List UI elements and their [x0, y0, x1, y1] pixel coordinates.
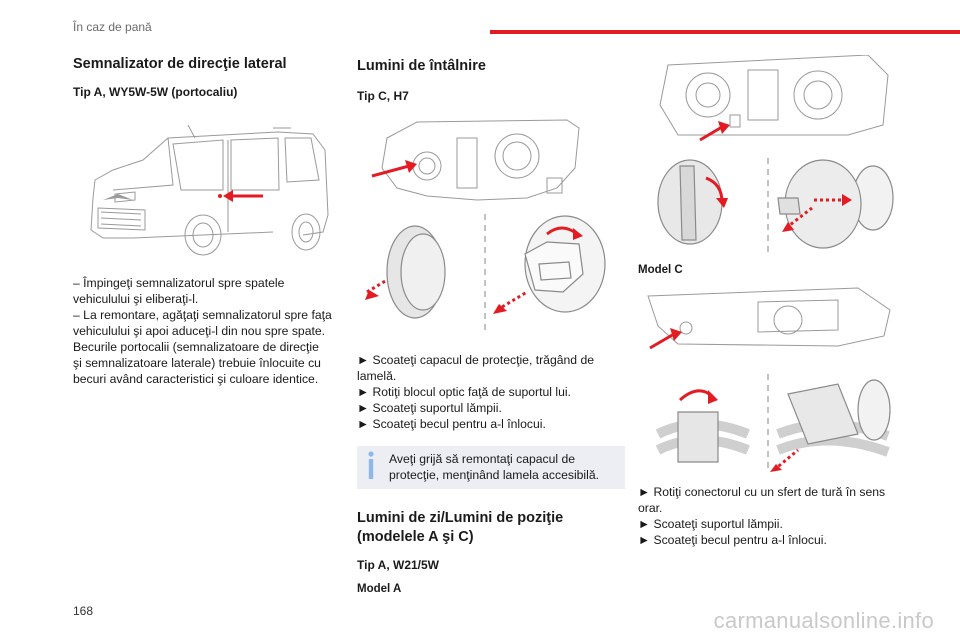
text-line: vehiculului şi eliberaţi-l.	[73, 292, 199, 306]
bulb-type-dipped-beam: Tip C, H7	[357, 89, 409, 103]
section-title-dipped-beam: Lumini de întâlnire	[357, 58, 486, 74]
text-line: Becurile portocalii (semnalizatoare de d…	[73, 340, 319, 354]
step-line: ► Scoateţi capacul de protecţie, trăgând…	[357, 353, 595, 367]
vehicle-illustration	[73, 120, 338, 260]
step-line: orar.	[638, 501, 663, 515]
step-line: ► Scoateţi becul pentru a-l înlocui.	[638, 533, 827, 547]
text-line: vehiculului şi apoi aduceţi-l din nou sp…	[73, 324, 326, 338]
cover-and-holder-illustration	[357, 214, 625, 332]
column-model-c: Model C	[638, 55, 900, 548]
text-line: – Împingeţi semnalizatorul spre spatele	[73, 276, 285, 290]
title-line: Lumini de zi/Lumini de poziţie	[357, 510, 564, 526]
side-indicator-instructions: – Împingeţi semnalizatorul spre spatele …	[73, 275, 338, 387]
section-title-side-indicator: Semnalizator de direcţie lateral	[73, 56, 287, 72]
step-line: ► Rotiţi conectorul cu un sfert de tură …	[638, 485, 886, 499]
headlamp-rear-illustration	[638, 55, 900, 150]
section-header: În caz de pană	[73, 20, 152, 34]
step-line: ► Scoateţi suportul lămpii.	[357, 401, 502, 415]
watermark: carmanualsonline.info	[713, 608, 934, 633]
text-line: becuri având caracteristici şi culoare i…	[73, 372, 319, 386]
connector-illustration	[638, 374, 900, 472]
dipped-beam-steps: ► Scoateţi capacul de protecţie, trăgând…	[357, 352, 625, 432]
header-accent-bar	[490, 30, 960, 34]
step-line: lamelă.	[357, 369, 397, 383]
bulb-type-daytime: Tip A, W21/5W	[357, 558, 440, 572]
headlamp-illustration	[357, 118, 625, 206]
page-number: 168	[73, 604, 94, 618]
model-c-label: Model C	[638, 264, 683, 276]
text-line: – La remontare, agăţaţi semnalizatorul s…	[73, 308, 332, 322]
info-note: Aveţi grijă să remontaţi capacul de prot…	[357, 446, 625, 489]
step-line: ► Rotiţi blocul optic faţă de suportul l…	[357, 385, 571, 399]
cover-removal-illustration	[638, 158, 900, 254]
model-a-label: Model A	[357, 583, 402, 595]
text-line: şi semnalizatoare laterale) trebuie înlo…	[73, 356, 321, 370]
column-side-indicator: Semnalizator de direcţie lateral Tip A, …	[73, 55, 338, 387]
section-title-daytime-lights: Lumini de zi/Lumini de poziţie (modelele…	[357, 509, 625, 547]
note-line: protecţie, menţinând lamela accesibilă.	[389, 468, 600, 482]
title-line: (modelele A şi C)	[357, 529, 474, 545]
step-line: ► Scoateţi becul pentru a-l înlocui.	[357, 417, 546, 431]
daytime-lamp-illustration	[638, 286, 900, 358]
model-c-steps: ► Rotiţi conectorul cu un sfert de tură …	[638, 484, 900, 548]
bulb-type-side-indicator: Tip A, WY5W-5W (portocaliu)	[73, 85, 238, 99]
note-line: Aveţi grijă să remontaţi capacul de	[389, 452, 576, 466]
step-line: ► Scoateţi suportul lămpii.	[638, 517, 783, 531]
info-icon	[368, 451, 374, 479]
column-dipped-beam: Lumini de întâlnire Tip C, H7	[357, 55, 625, 597]
